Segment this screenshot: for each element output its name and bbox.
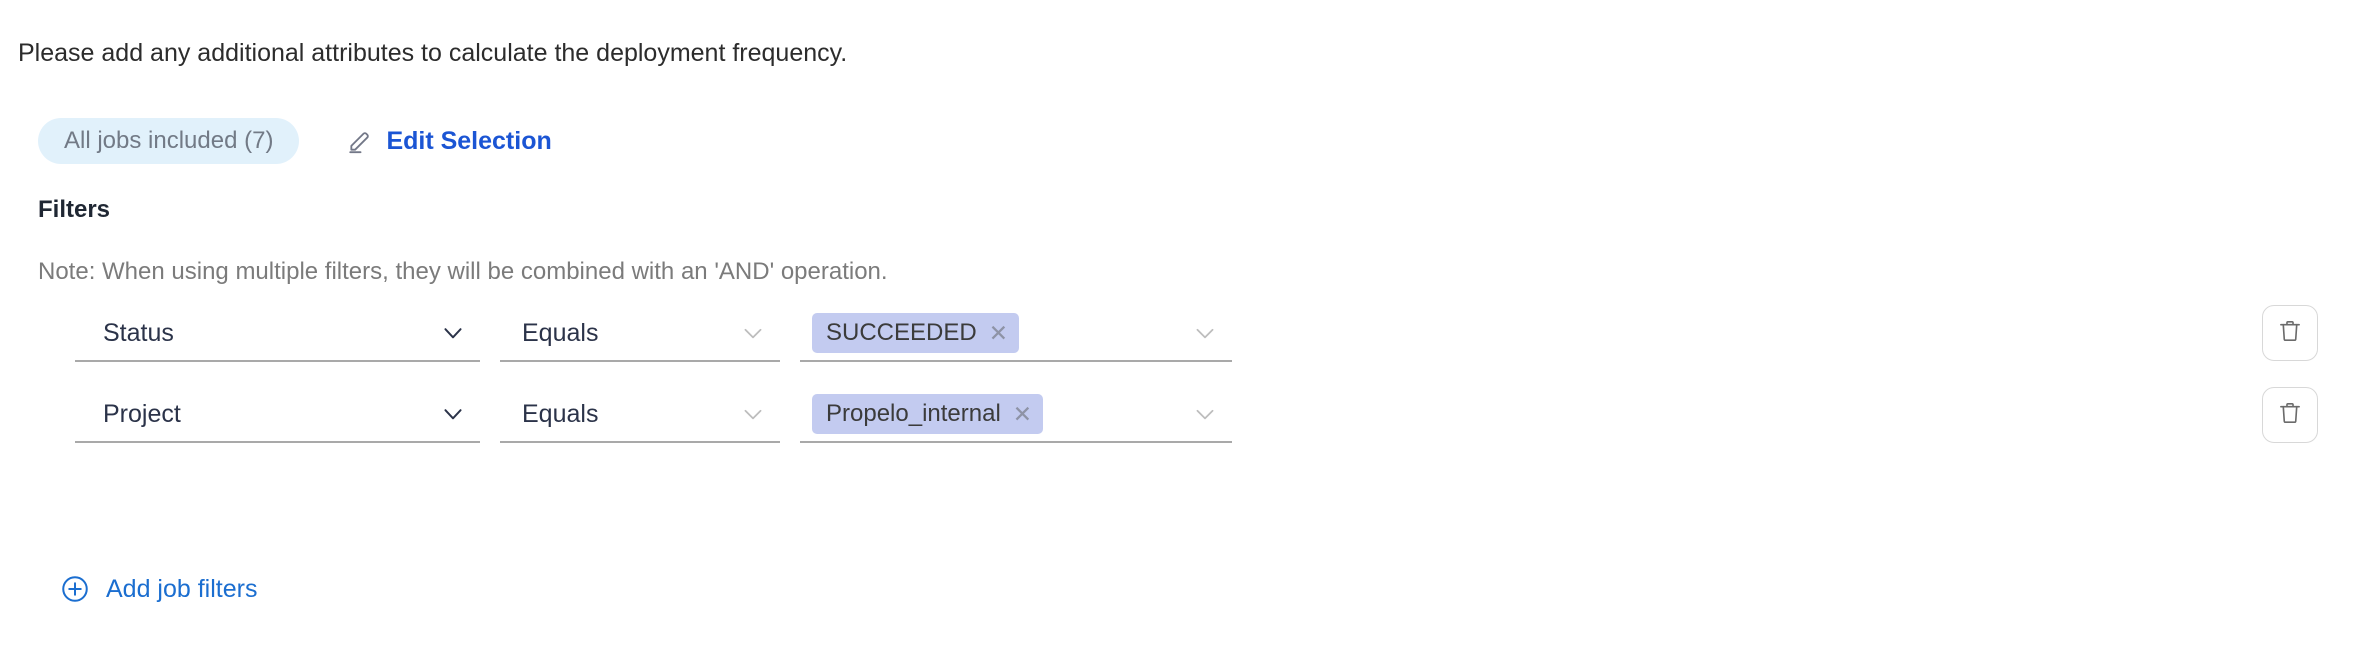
selection-summary-row: All jobs included (7) Edit Selection (38, 118, 552, 164)
edit-selection-label: Edit Selection (386, 126, 552, 155)
close-icon[interactable]: ✕ (988, 319, 1008, 346)
intro-text: Please add any additional attributes to … (18, 39, 848, 67)
filter-attribute-value: Status (103, 318, 174, 347)
delete-filter-button[interactable] (2262, 305, 2318, 361)
filter-operator-value: Equals (522, 399, 599, 428)
filter-attribute-value: Project (103, 399, 181, 428)
close-icon[interactable]: ✕ (1012, 400, 1033, 427)
chevron-down-icon[interactable] (740, 320, 766, 346)
filter-operator-value: Equals (522, 318, 599, 347)
edit-selection-link[interactable]: Edit Selection (347, 126, 552, 156)
add-job-filters-label: Add job filters (106, 574, 258, 603)
chevron-down-icon[interactable] (740, 401, 766, 427)
pencil-icon (347, 128, 373, 154)
filter-attribute-select[interactable]: Status (75, 306, 480, 362)
filter-value-chip[interactable]: SUCCEEDED ✕ (812, 313, 1019, 353)
filter-value-chip-label: SUCCEEDED (826, 319, 977, 346)
all-jobs-included-badge: All jobs included (7) (38, 118, 300, 164)
chevron-down-icon[interactable] (1192, 401, 1218, 427)
filter-value-select[interactable]: SUCCEEDED ✕ (800, 306, 1232, 362)
chevron-down-icon[interactable] (440, 320, 466, 346)
filter-operator-select[interactable]: Equals (500, 387, 780, 443)
filters-note: Note: When using multiple filters, they … (38, 258, 888, 285)
filter-attribute-select[interactable]: Project (75, 387, 480, 443)
filter-value-select[interactable]: Propelo_internal ✕ (800, 387, 1232, 443)
trash-icon (2277, 318, 2303, 349)
filters-heading: Filters (38, 196, 111, 223)
trash-icon (2277, 400, 2303, 431)
filter-value-chip[interactable]: Propelo_internal ✕ (812, 394, 1044, 434)
plus-circle-icon (60, 574, 90, 604)
filter-operator-select[interactable]: Equals (500, 306, 780, 362)
chevron-down-icon[interactable] (440, 401, 466, 427)
add-job-filters-button[interactable]: Add job filters (60, 574, 257, 604)
filter-value-chip-label: Propelo_internal (826, 400, 1001, 427)
delete-filter-button[interactable] (2262, 387, 2318, 443)
chevron-down-icon[interactable] (1192, 320, 1218, 346)
